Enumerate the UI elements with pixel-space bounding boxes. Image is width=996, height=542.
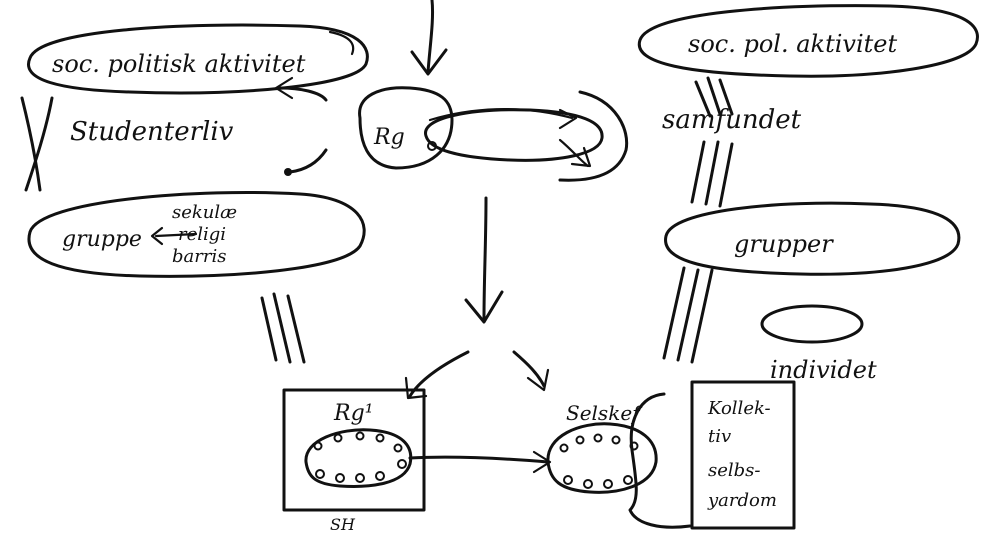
top-left-ellipse-label: soc. politisk aktivitet	[52, 50, 306, 78]
diverging-arrows	[404, 350, 550, 400]
top-incoming-arrow	[410, 0, 448, 76]
collective-line-1: Kollek-	[707, 398, 771, 419]
collective-line-4: yardom	[707, 490, 777, 511]
top-right-ellipse-label: soc. pol. aktivitet	[688, 30, 897, 58]
center-node-label: Rg	[373, 125, 405, 150]
society-label: samfundet	[662, 105, 802, 135]
student-item-label: Studenterliv	[70, 117, 234, 147]
right-parallel-lines-upper	[694, 76, 734, 118]
top-left-activity-ellipse: soc. politisk aktivitet	[27, 23, 369, 95]
right-society-group: Selskef	[546, 401, 658, 494]
groups-right-ellipse: grupper	[664, 201, 961, 276]
left-box-group: Rg¹ SH	[282, 388, 426, 534]
collective-line-2: tiv	[708, 426, 731, 447]
individual-label: individet	[770, 356, 877, 384]
individual-ellipse: individet	[760, 304, 877, 384]
right-node-label: Selskef	[566, 401, 643, 425]
collective-box: Kollek- tiv selbs- yardom	[628, 380, 796, 530]
arrow-to-group-ellipse	[284, 148, 328, 176]
right-parallel-lines-middle	[690, 140, 734, 208]
crossed-student-item: Studenterliv	[20, 96, 234, 192]
group-target-label: gruppe	[62, 227, 142, 252]
center-cycle: Rg	[358, 86, 629, 182]
group-connection-arrow	[408, 450, 552, 474]
group-reason-2: religi	[178, 224, 226, 245]
group-reason-1: sekulæ	[172, 202, 237, 223]
arrow-to-top-left-ellipse	[274, 76, 328, 102]
group-ellipse: gruppe sekulæ religi barris	[27, 191, 366, 278]
group-reason-3: barris	[172, 246, 226, 267]
groups-right-label: grupper	[734, 230, 834, 258]
right-parallel-lines-lower	[662, 266, 714, 364]
collective-line-3: selbs-	[708, 460, 761, 481]
left-parallel-lines	[260, 292, 306, 364]
center-down-arrow	[464, 196, 504, 324]
left-box-node-label: Rg¹	[333, 401, 373, 426]
top-right-activity-ellipse: soc. pol. aktivitet	[637, 4, 979, 78]
left-box-caption: SH	[330, 515, 356, 534]
